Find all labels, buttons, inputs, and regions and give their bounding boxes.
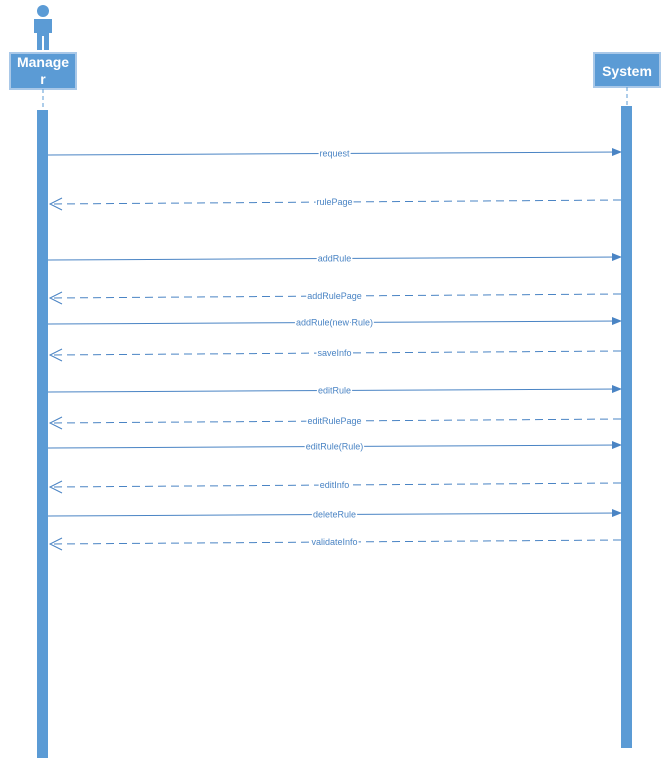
message-label: editRule bbox=[318, 386, 351, 396]
message-label: editRule(Rule) bbox=[306, 442, 364, 452]
call-message-arrow bbox=[47, 317, 622, 326]
open-arrowhead-icon bbox=[48, 291, 63, 305]
system-label: System bbox=[602, 63, 652, 79]
call-message-arrow bbox=[47, 253, 622, 262]
call-message-arrow bbox=[47, 509, 622, 518]
manager-label-line1: Manage bbox=[17, 54, 69, 70]
message-label: saveInfo bbox=[317, 348, 351, 358]
return-message-arrow bbox=[49, 418, 622, 424]
open-arrowhead-icon bbox=[48, 416, 63, 430]
message-label: addRule(new Rule) bbox=[296, 318, 373, 328]
person-icon bbox=[34, 5, 52, 50]
system-actor-box bbox=[593, 52, 661, 88]
messages-group: request rulePage addRule addRulePage addRule… bbox=[47, 147, 622, 551]
message-label: request bbox=[319, 149, 350, 159]
return-message-arrow bbox=[49, 293, 622, 299]
call-message-arrow bbox=[47, 441, 622, 450]
open-arrowhead-icon bbox=[48, 537, 63, 551]
return-message-arrow bbox=[49, 199, 622, 205]
message-label: rulePage bbox=[316, 197, 352, 207]
return-message-arrow bbox=[49, 482, 622, 488]
call-message-arrow bbox=[47, 385, 622, 394]
message-label: addRulePage bbox=[307, 291, 362, 301]
return-message-arrow bbox=[49, 350, 622, 356]
message-label: editRulePage bbox=[307, 416, 361, 426]
open-arrowhead-icon bbox=[48, 197, 63, 211]
message-label: editInfo bbox=[320, 480, 350, 490]
return-message-arrow bbox=[49, 539, 622, 545]
open-arrowhead-icon bbox=[48, 480, 63, 494]
call-message-arrow bbox=[47, 148, 622, 157]
system-activation-bar bbox=[621, 106, 632, 748]
message-label: deleteRule bbox=[313, 510, 356, 520]
open-arrowhead-icon bbox=[48, 348, 63, 362]
manager-activation-bar bbox=[37, 110, 48, 758]
message-label: validateInfo bbox=[311, 537, 357, 547]
manager-label-line2: r bbox=[40, 71, 46, 87]
message-label: addRule bbox=[318, 254, 352, 264]
